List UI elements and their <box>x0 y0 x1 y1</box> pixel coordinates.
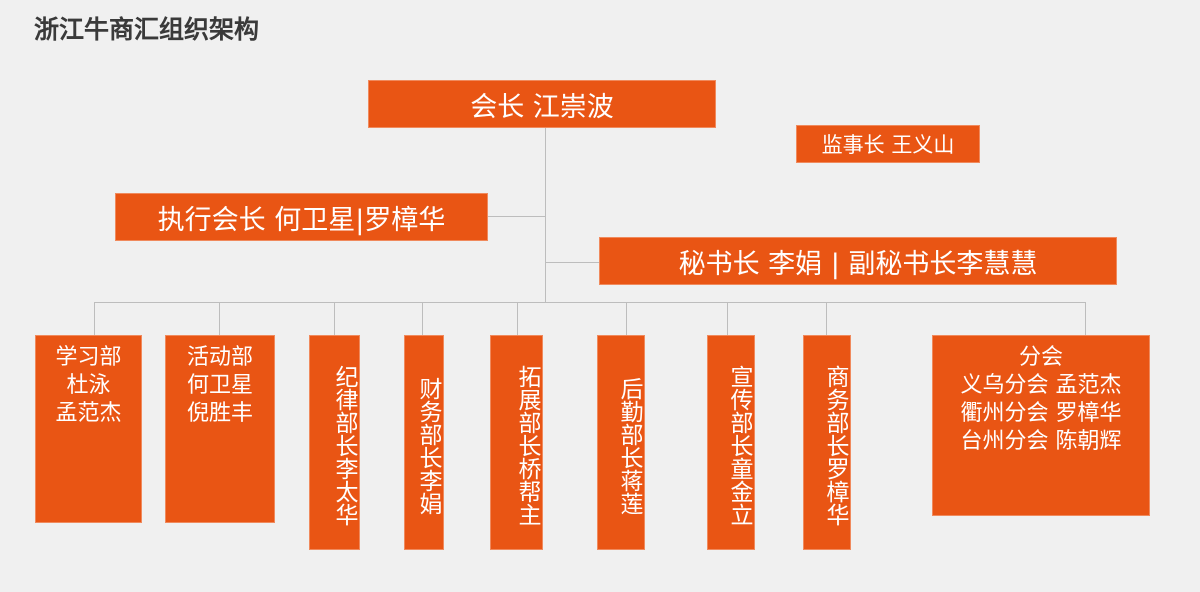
dept-publicity: 宣传部长童金立 <box>707 335 755 550</box>
connector-dept <box>727 302 728 335</box>
dept-expansion: 拓展部长桥帮主 <box>490 335 543 550</box>
branches-box: 分会 义乌分会 孟范杰 衢州分会 罗樟华 台州分会 陈朝辉 <box>932 335 1150 516</box>
supervisor-box: 监事长 王义山 <box>796 125 980 163</box>
connector-dept <box>422 302 423 335</box>
page-title: 浙江牛商汇组织架构 <box>34 15 260 44</box>
connector-secretary <box>545 262 599 263</box>
connector-departments-bar <box>94 302 1086 303</box>
connector-trunk <box>545 128 546 303</box>
connector-dept <box>826 302 827 335</box>
president-box: 会长 江崇波 <box>368 80 716 128</box>
secretary-box: 秘书长 李娟 | 副秘书长李慧慧 <box>599 237 1117 285</box>
connector-dept <box>334 302 335 335</box>
dept-activity: 活动部 何卫星 倪胜丰 <box>165 335 275 523</box>
dept-discipline: 纪律部长李太华 <box>309 335 360 550</box>
dept-logistics: 后勤部长蒋莲 <box>597 335 645 550</box>
connector-dept <box>517 302 518 335</box>
dept-finance: 财务部长李娟 <box>404 335 444 550</box>
connector-dept <box>1085 302 1086 335</box>
executive-president-box: 执行会长 何卫星|罗樟华 <box>115 193 488 241</box>
dept-study: 学习部 杜泳 孟范杰 <box>35 335 142 523</box>
connector-dept <box>626 302 627 335</box>
connector-dept <box>219 302 220 335</box>
dept-business: 商务部长罗樟华 <box>803 335 851 550</box>
connector-dept <box>94 302 95 335</box>
connector-executive <box>488 216 545 217</box>
